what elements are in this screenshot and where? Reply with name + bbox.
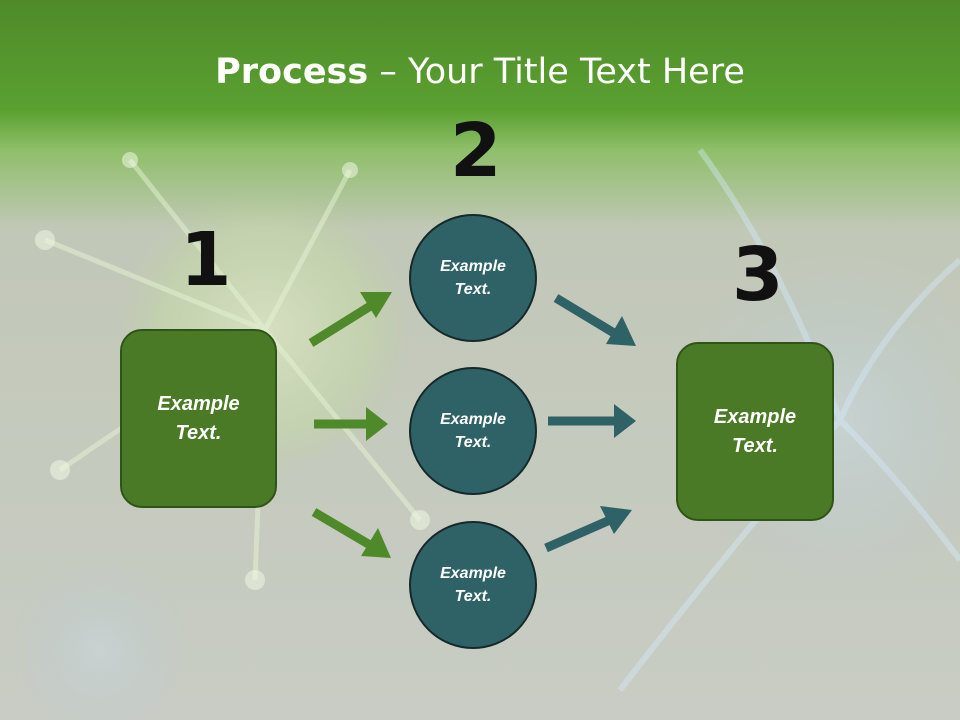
- step-1-box[interactable]: Example Text.: [120, 329, 277, 508]
- arrow-circle-top-to-box3: [553, 294, 636, 346]
- step-number-2: 2: [450, 108, 502, 194]
- circle-top[interactable]: Example Text.: [409, 214, 537, 342]
- circle-bottom[interactable]: Example Text.: [409, 521, 537, 649]
- arrow-box1-to-circle-middle: [314, 407, 388, 441]
- arrow-circle-bottom-to-box3: [544, 506, 632, 553]
- step-number-3: 3: [732, 232, 784, 318]
- arrow-circle-middle-to-box3: [548, 404, 636, 438]
- arrow-box1-to-circle-bottom: [311, 508, 391, 558]
- step-number-1: 1: [180, 217, 232, 303]
- circle-middle-text: Example Text.: [440, 411, 506, 451]
- title-bold: Process: [215, 52, 369, 92]
- circle-bottom-text: Example Text.: [440, 565, 506, 605]
- step-1-text: Example Text.: [157, 392, 240, 444]
- circle-top-text: Example Text.: [440, 258, 506, 298]
- circle-middle[interactable]: Example Text.: [409, 367, 537, 495]
- slide-title: Process – Your Title Text Here: [0, 52, 960, 92]
- step-3-box[interactable]: Example Text.: [676, 342, 834, 521]
- title-rest: – Your Title Text Here: [368, 52, 745, 92]
- step-3-text: Example Text.: [713, 405, 797, 457]
- arrow-box1-to-circle-top: [308, 292, 392, 347]
